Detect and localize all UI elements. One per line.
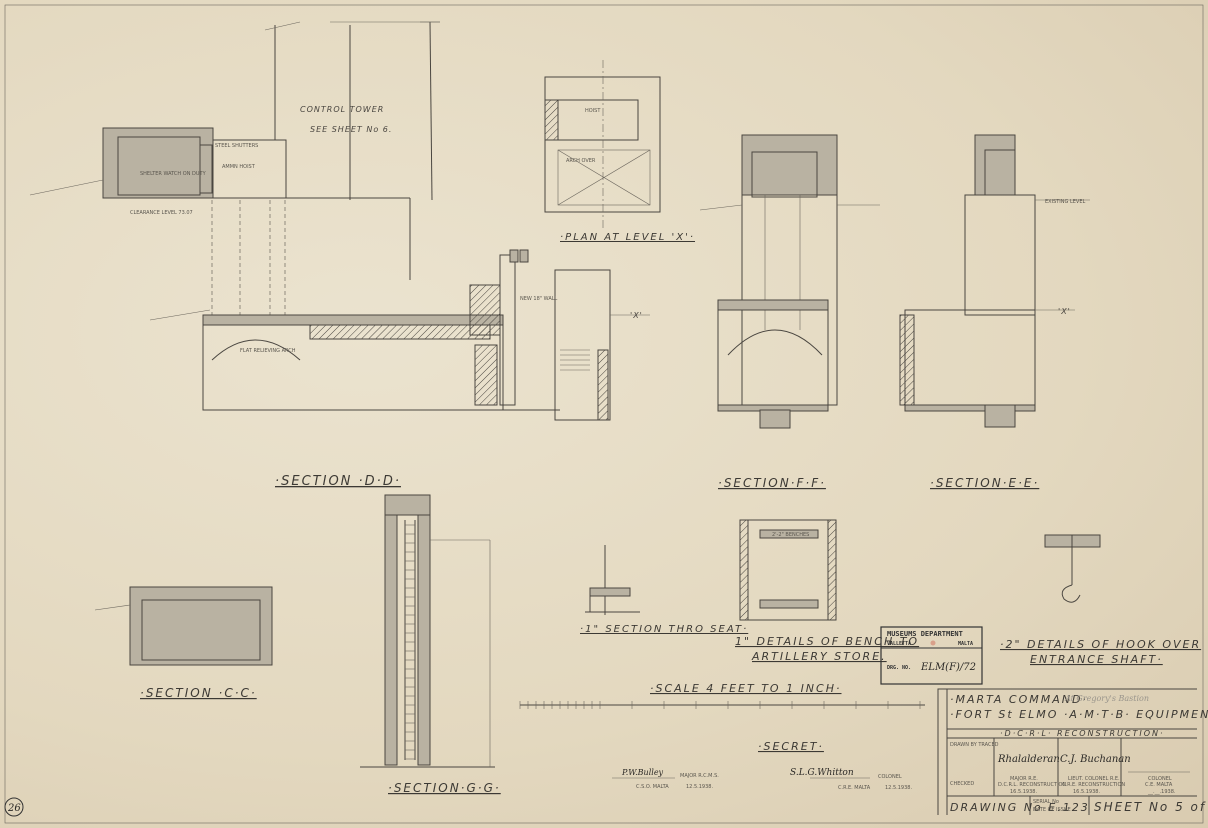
signature-2-rank: LIEUT. COLONEL R.E. bbox=[1068, 776, 1120, 782]
signature-1-rank: MAJOR R.E. bbox=[1010, 776, 1038, 782]
signature-1-role: D.C.R.L. RECONSTRUCTION bbox=[998, 782, 1066, 788]
scale-label: ·SCALE 4 FEET TO 1 INCH· bbox=[650, 682, 842, 695]
section-ff-title: ·SECTION·F·F· bbox=[718, 476, 826, 490]
bench-title-line1: 1" DETAILS OF BENCH TO bbox=[735, 635, 919, 648]
control-tower-label: CONTROL TOWER bbox=[300, 105, 384, 114]
right-place: C.R.E. MALTA bbox=[838, 785, 871, 791]
drawing-number: DRAWING No E.123 bbox=[950, 801, 1090, 814]
hoist-note: HOIST bbox=[585, 108, 601, 114]
section-ee: 'X' EXISTING LEVEL ·SECTION·E·E· bbox=[899, 134, 1090, 490]
left-date: 12.5.1938. bbox=[686, 784, 713, 790]
left-signature: P.W.Bulley bbox=[621, 768, 664, 777]
date-of-issue-label: DATE OF ISSUE bbox=[1033, 807, 1071, 813]
title-block: ·MARTA COMMAND· At Gregory's Bastion ·FO… bbox=[937, 688, 1208, 815]
seat-section: ·1" SECTION THRO SEAT· bbox=[580, 545, 748, 635]
page-number: 26 bbox=[7, 803, 21, 814]
see-sheet-label: SEE SHEET No 6. bbox=[310, 125, 392, 134]
approval-signatures: ·SECRET· P.W.Bulley MAJOR R.C.M.S. C.S.O… bbox=[612, 740, 912, 791]
steel-shutters-note: STEEL SHUTTERS bbox=[215, 143, 258, 149]
section-dd: 'X' FLAT RELIEVING ARCH NEW 18" WALL ·SE… bbox=[149, 200, 650, 489]
title-line1: ·MARTA COMMAND· bbox=[950, 693, 1088, 706]
ammn-hoist-note: AMMN HOIST bbox=[222, 164, 256, 170]
section-gg: ·SECTION·G·G· bbox=[360, 494, 501, 795]
shelter-note: SHELTER WATCH ON DUTY bbox=[140, 171, 207, 177]
stamp-drg-label: DRG. NO. bbox=[887, 665, 911, 671]
signature-2-role: C.R.E. RECONSTRUCTION bbox=[1062, 782, 1125, 788]
page-number-badge: 26 bbox=[4, 797, 24, 817]
left-rank: MAJOR R.C.M.S. bbox=[680, 773, 719, 779]
signature-2-date: 16.5.1938. bbox=[1073, 789, 1100, 795]
hook-details: ·2" DETAILS OF HOOK OVER ENTRANCE SHAFT· bbox=[1000, 534, 1201, 666]
level-x-marker: 'X' bbox=[630, 311, 643, 320]
drawn-by: DRAWN BY TRACED bbox=[950, 742, 999, 748]
pencil-note: At Gregory's Bastion bbox=[1064, 694, 1149, 703]
bench-note: 2'-2" BENCHES bbox=[772, 532, 809, 538]
hook-title-line2: ENTRANCE SHAFT· bbox=[1030, 653, 1163, 666]
checked-label: CHECKED bbox=[950, 781, 974, 787]
section-cc: ·SECTION ·C·C· bbox=[94, 586, 273, 700]
stamp-city: VALLETTA bbox=[887, 641, 911, 647]
column-3-date: __.__.1938. bbox=[1147, 789, 1176, 795]
existing-level-note: EXISTING LEVEL bbox=[1045, 199, 1085, 205]
museum-stamp: MUSEUMS DEPARTMENT VALLETTA MALTA DRG. N… bbox=[880, 626, 983, 685]
bench-details: 2'-2" BENCHES 1" DETAILS OF BENCH TO ART… bbox=[735, 519, 919, 663]
column-3-rank: COLONEL bbox=[1148, 776, 1172, 782]
plan-at-level-x: HOIST ARCH OVER ·PLAN AT LEVEL 'X'· bbox=[544, 60, 695, 243]
right-signature: S.L.G.Whitton bbox=[790, 768, 854, 778]
section-ee-title: ·SECTION·E·E· bbox=[930, 476, 1039, 490]
hook-title-line1: ·2" DETAILS OF HOOK OVER bbox=[1000, 638, 1201, 651]
sheet-number: SHEET No 5 of 6 bbox=[1094, 800, 1208, 814]
serial-no-label: SERIAL No bbox=[1033, 799, 1059, 805]
title-line3: ·D·C·R·L· RECONSTRUCTION· bbox=[1000, 729, 1165, 738]
section-gg-title: ·SECTION·G·G· bbox=[388, 781, 501, 795]
shelter-section: SHELTER WATCH ON DUTY STEEL SHUTTERS AMM… bbox=[29, 127, 258, 216]
seat-section-title: ·1" SECTION THRO SEAT· bbox=[580, 624, 748, 635]
clearance-note: CLEARANCE LEVEL 73.07 bbox=[130, 210, 193, 216]
section-ff: ·SECTION·F·F· bbox=[699, 134, 880, 490]
section-cc-title: ·SECTION ·C·C· bbox=[140, 686, 257, 700]
secret-label: ·SECRET· bbox=[758, 740, 824, 753]
right-date: 12.5.1938. bbox=[885, 785, 912, 791]
flat-arch-note: FLAT RELIEVING ARCH bbox=[240, 348, 296, 354]
level-x-marker-ee: 'X' bbox=[1058, 307, 1071, 316]
section-dd-title: ·SECTION ·D·D· bbox=[275, 474, 401, 489]
signature-1: Rhalalderan bbox=[997, 754, 1060, 765]
stamp-title: MUSEUMS DEPARTMENT bbox=[887, 630, 963, 638]
plan-title: ·PLAN AT LEVEL 'X'· bbox=[560, 232, 695, 243]
signature-1-date: 16.5.1938. bbox=[1010, 789, 1037, 795]
stamp-country: MALTA bbox=[958, 641, 973, 647]
scale-bar: ·SCALE 4 FEET TO 1 INCH· bbox=[519, 682, 925, 709]
bench-title-line2: ARTILLERY STORE. bbox=[751, 650, 887, 663]
arch-over-note: ARCH OVER bbox=[566, 158, 596, 164]
sheet-border bbox=[4, 4, 1204, 824]
column-3-role: C.E. MALTA bbox=[1145, 782, 1173, 788]
right-rank: COLONEL bbox=[878, 774, 902, 780]
signature-2: C.J. Buchanan bbox=[1060, 754, 1131, 765]
title-line2: ·FORT St ELMO ·A·M·T·B· EQUIPMENT 'H'· bbox=[950, 708, 1208, 721]
left-place: C.S.O. MALTA bbox=[636, 784, 669, 790]
new-wall-note: NEW 18" WALL bbox=[520, 296, 558, 302]
control-tower-elevation: CONTROL TOWER SEE SHEET No 6. bbox=[205, 21, 440, 280]
stamp-drg-number: ELM(F)/72 bbox=[920, 662, 976, 673]
